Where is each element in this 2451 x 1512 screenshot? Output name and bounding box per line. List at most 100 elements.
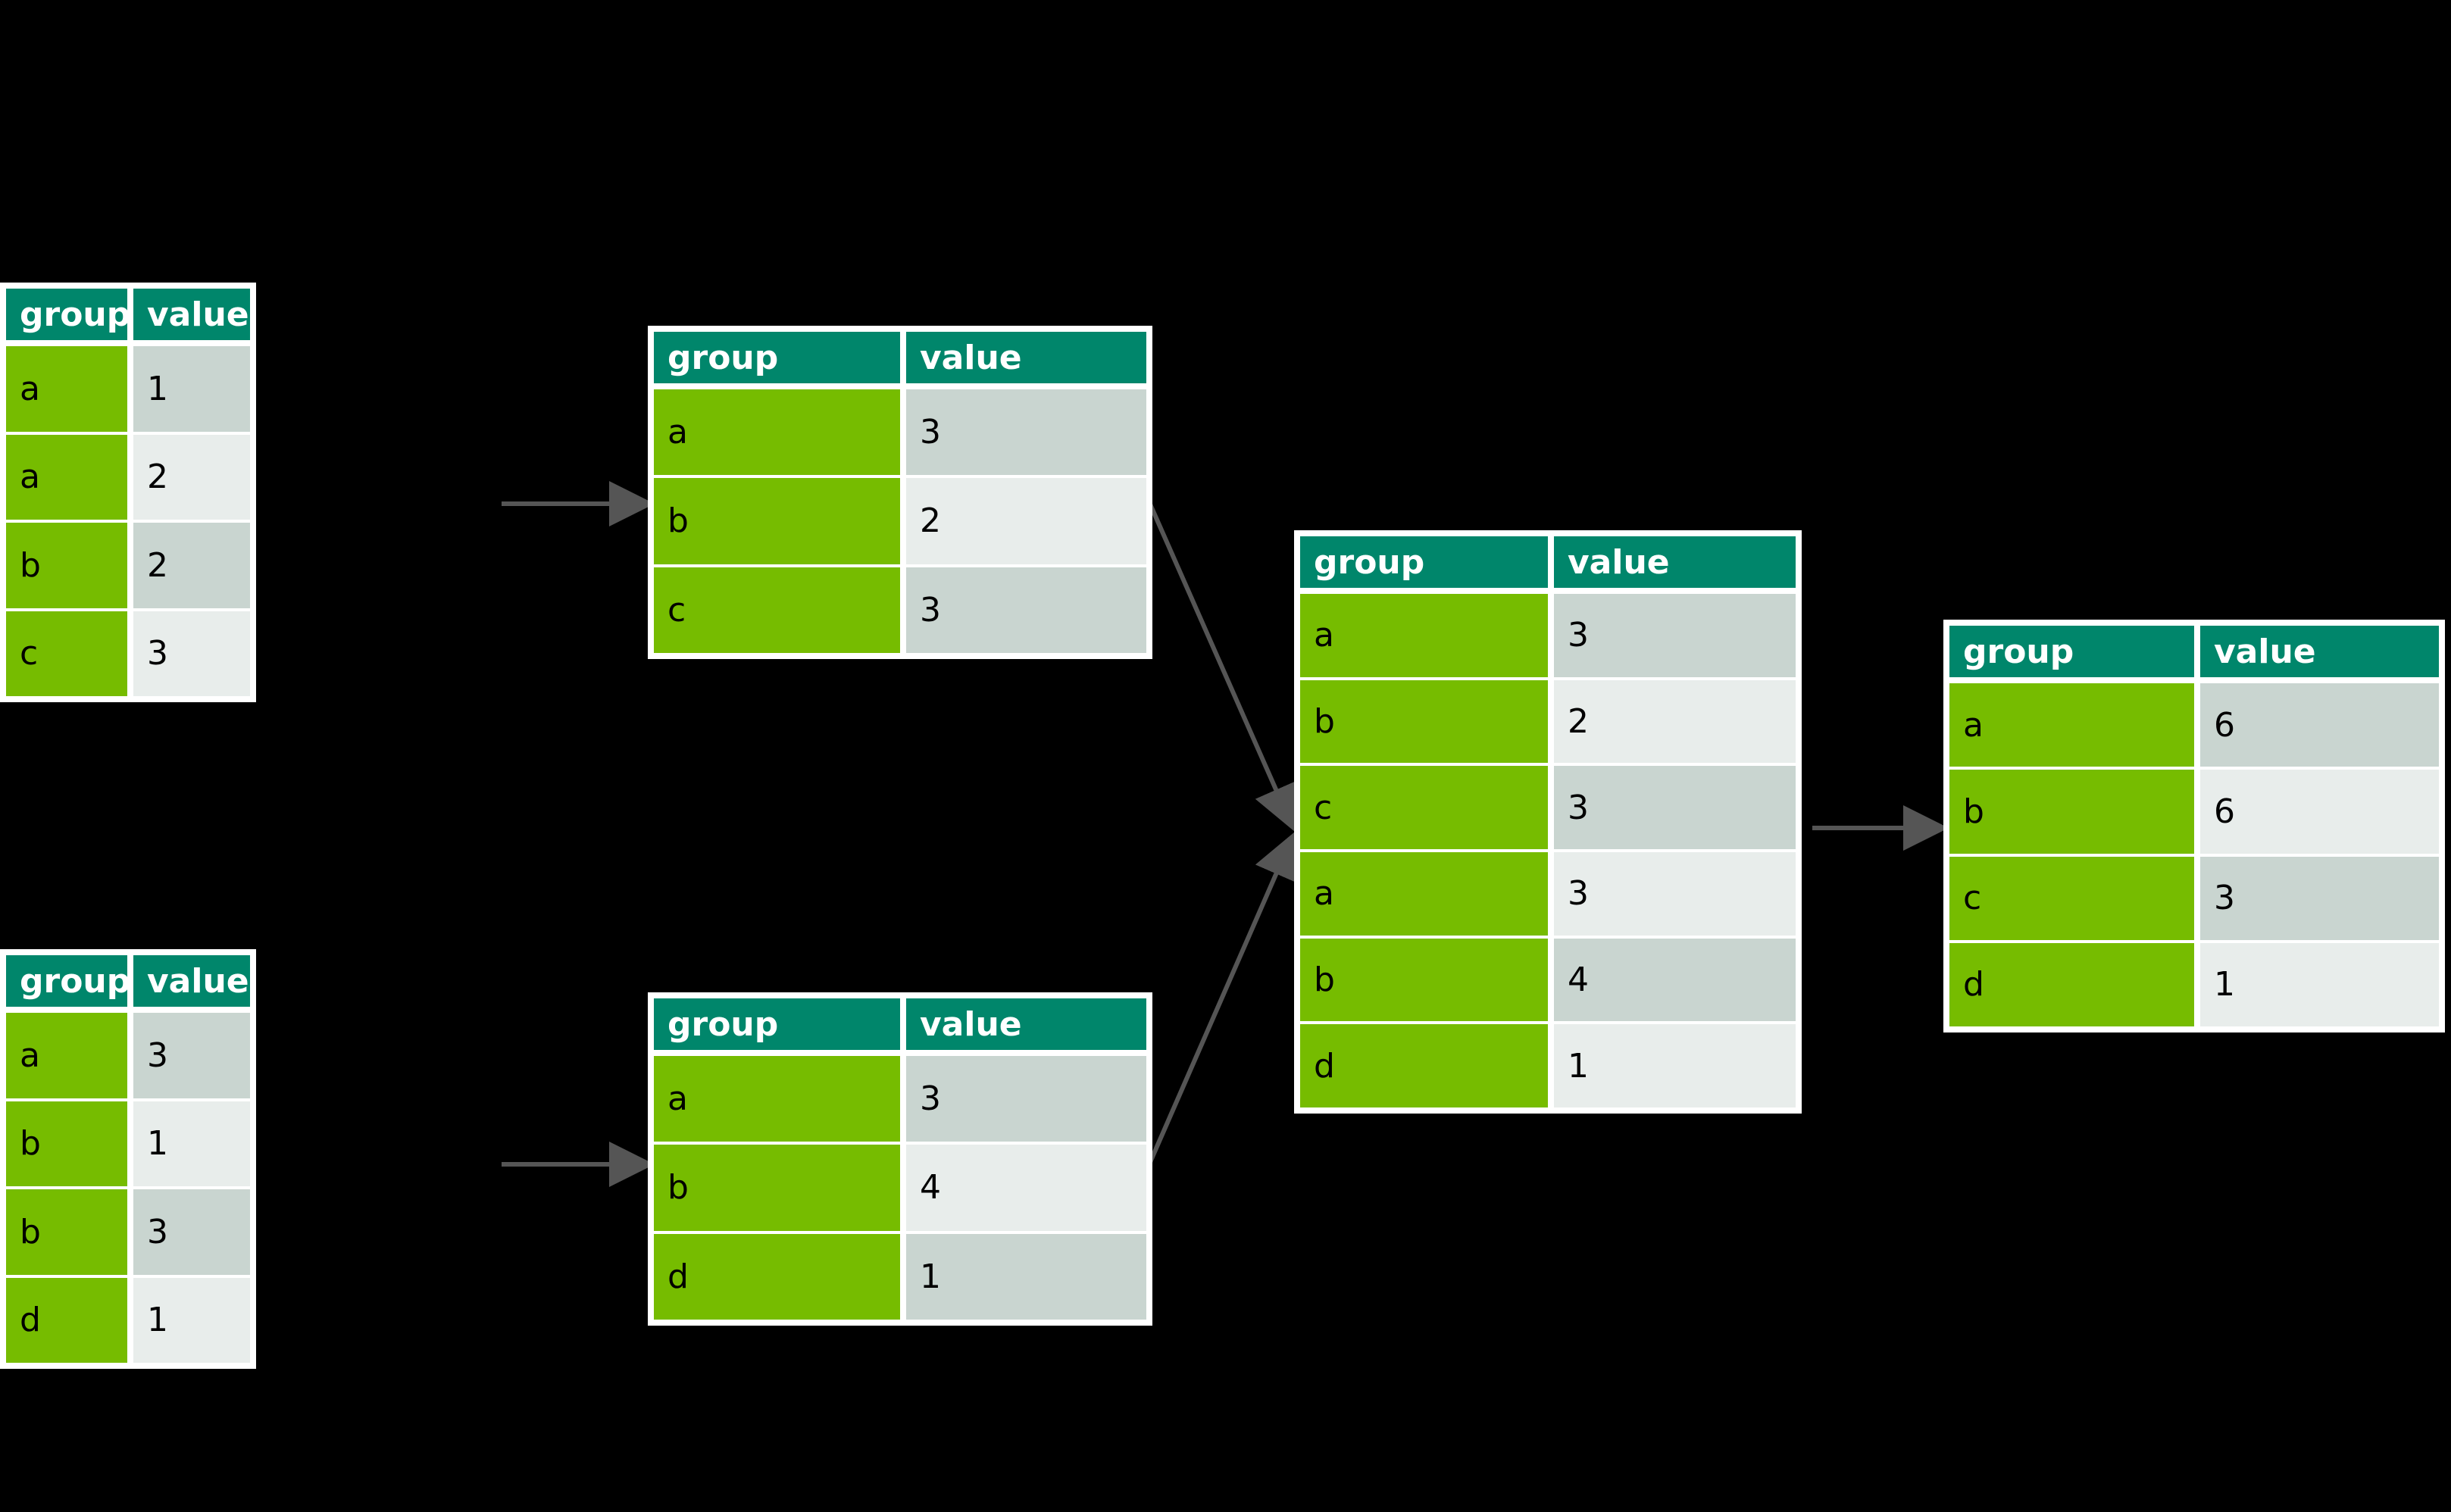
table-row: d 1 [6, 1277, 250, 1363]
cell-value: 1 [2200, 942, 2439, 1026]
cell-value: 3 [906, 567, 1146, 653]
table-row: b 3 [6, 1189, 250, 1275]
table-row: b 2 [6, 523, 250, 608]
table-row: b 2 [1300, 679, 1796, 764]
table-row: c 3 [654, 567, 1146, 653]
table-row: b 1 [6, 1101, 250, 1186]
cell-group: b [654, 1145, 900, 1231]
cell-group: d [1300, 1024, 1548, 1108]
table-row: d 1 [654, 1233, 1146, 1320]
column-header-group: group [654, 332, 900, 383]
table-body: a 1 a 2 b 2 c 3 [6, 346, 250, 696]
aggregated-table-bottom: group value a 3 b 4 d 1 [648, 992, 1152, 1326]
table-row: d 1 [1300, 1024, 1796, 1108]
table-header-row: group value [6, 955, 250, 1007]
table-row: a 1 [6, 346, 250, 432]
table-row: c 3 [6, 611, 250, 696]
cell-value: 4 [1554, 938, 1796, 1022]
table-row: b 6 [1949, 770, 2439, 854]
cell-value: 3 [133, 1013, 250, 1098]
combined-table: group value a 3 b 2 c 3 a 3 b 4 [1294, 530, 1802, 1114]
cell-value: 3 [906, 389, 1146, 476]
column-header-value: value [1554, 536, 1796, 588]
source-table-top: group value a 1 a 2 b 2 c 3 [0, 283, 256, 702]
cell-value: 2 [1554, 679, 1796, 764]
cell-group: a [1300, 594, 1548, 677]
cell-group: b [1300, 679, 1548, 764]
arrow-agg-bottom-to-combined [1143, 832, 1297, 1174]
cell-group: a [1300, 852, 1548, 936]
column-header-group: group [654, 998, 900, 1050]
cell-group: c [1949, 856, 2194, 940]
cell-group: b [1300, 938, 1548, 1022]
cell-group: b [654, 478, 900, 564]
column-header-value: value [133, 955, 250, 1007]
cell-group: d [654, 1233, 900, 1320]
column-header-group: group [1300, 536, 1548, 588]
table-row: b 2 [654, 478, 1146, 564]
column-header-value: value [2200, 626, 2439, 677]
column-header-value: value [906, 998, 1146, 1050]
aggregated-table-top: group value a 3 b 2 c 3 [648, 326, 1152, 659]
cell-group: a [1949, 683, 2194, 767]
cell-value: 1 [906, 1233, 1146, 1320]
cell-group: b [6, 523, 127, 608]
cell-value: 2 [133, 434, 250, 520]
cell-value: 3 [1554, 852, 1796, 936]
table-body: a 6 b 6 c 3 d 1 [1949, 683, 2439, 1026]
table-row: b 4 [1300, 938, 1796, 1022]
column-header-group: group [1949, 626, 2194, 677]
cell-group: a [6, 434, 127, 520]
table-header-row: group value [654, 332, 1146, 383]
cell-group: b [1949, 770, 2194, 854]
cell-value: 1 [133, 1277, 250, 1363]
cell-value: 3 [906, 1056, 1146, 1142]
cell-group: d [1949, 942, 2194, 1026]
cell-value: 3 [133, 611, 250, 696]
cell-group: b [6, 1101, 127, 1186]
table-row: d 1 [1949, 942, 2439, 1026]
cell-value: 1 [1554, 1024, 1796, 1108]
cell-value: 3 [133, 1189, 250, 1275]
cell-value: 3 [1554, 594, 1796, 677]
table-row: b 4 [654, 1145, 1146, 1231]
cell-group: c [6, 611, 127, 696]
cell-value: 6 [2200, 683, 2439, 767]
table-body: a 3 b 4 d 1 [654, 1056, 1146, 1320]
cell-value: 6 [2200, 770, 2439, 854]
column-header-value: value [133, 289, 250, 340]
table-body: a 3 b 2 c 3 [654, 389, 1146, 653]
source-table-bottom: group value a 3 b 1 b 3 d 1 [0, 949, 256, 1369]
cell-group: b [6, 1189, 127, 1275]
final-aggregated-table: group value a 6 b 6 c 3 d 1 [1943, 620, 2445, 1032]
column-header-group: group [6, 955, 127, 1007]
cell-group: a [654, 389, 900, 476]
table-row: a 3 [6, 1013, 250, 1098]
cell-group: a [6, 346, 127, 432]
table-row: a 3 [654, 389, 1146, 476]
table-header-row: group value [6, 289, 250, 340]
cell-group: c [1300, 766, 1548, 850]
table-row: a 3 [654, 1056, 1146, 1142]
table-row: a 6 [1949, 683, 2439, 767]
cell-group: a [654, 1056, 900, 1142]
table-header-row: group value [654, 998, 1146, 1050]
arrow-agg-top-to-combined [1143, 492, 1297, 832]
table-body: a 3 b 1 b 3 d 1 [6, 1013, 250, 1363]
column-header-group: group [6, 289, 127, 340]
table-header-row: group value [1300, 536, 1796, 588]
table-row: c 3 [1300, 766, 1796, 850]
cell-value: 3 [1554, 766, 1796, 850]
cell-group: c [654, 567, 900, 653]
cell-group: d [6, 1277, 127, 1363]
cell-value: 1 [133, 1101, 250, 1186]
cell-value: 1 [133, 346, 250, 432]
cell-group: a [6, 1013, 127, 1098]
cell-value: 4 [906, 1145, 1146, 1231]
table-row: a 2 [6, 434, 250, 520]
table-header-row: group value [1949, 626, 2439, 677]
column-header-value: value [906, 332, 1146, 383]
table-row: c 3 [1949, 856, 2439, 940]
table-body: a 3 b 2 c 3 a 3 b 4 d 1 [1300, 594, 1796, 1108]
